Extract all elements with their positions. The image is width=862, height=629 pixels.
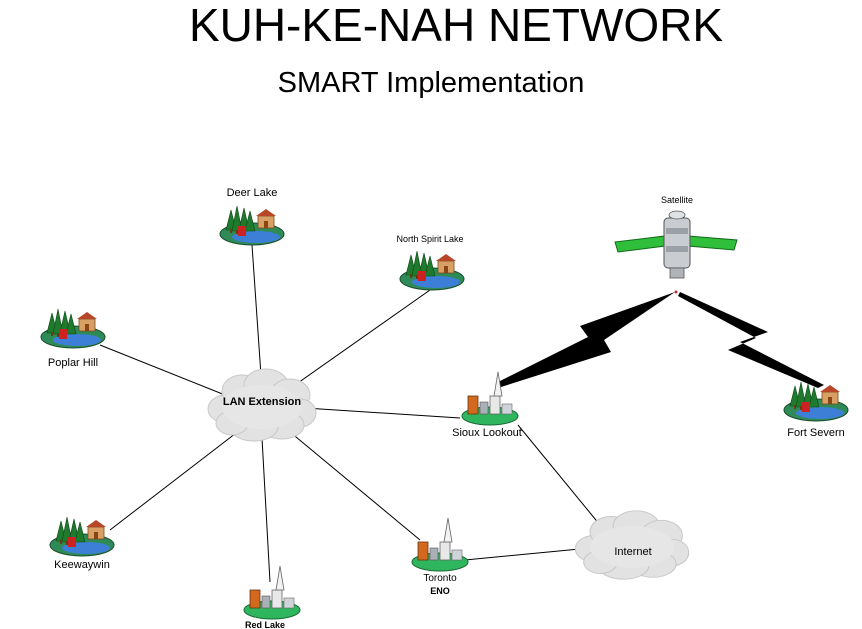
deer-lake-icon xyxy=(219,205,285,246)
toronto-icon xyxy=(411,517,469,572)
north-spirit-lake-icon xyxy=(399,250,465,291)
satellite-label: Satellite xyxy=(661,195,693,205)
link-lan-sioux-lookout xyxy=(304,407,461,419)
link-lan-deer-lake xyxy=(251,244,263,391)
satellite-icon xyxy=(614,210,738,294)
link-lan-red-lake xyxy=(261,437,271,583)
internet-cloud xyxy=(574,510,690,580)
toronto-eno-label: ENO xyxy=(430,586,450,596)
internet-label: Internet xyxy=(614,546,651,558)
link-toronto-internet xyxy=(464,547,591,561)
toronto-label: Toronto xyxy=(423,573,457,584)
red-lake-label: Red Lake xyxy=(245,620,285,629)
connections xyxy=(99,244,601,583)
red-lake-icon xyxy=(243,565,301,620)
poplar-hill-icon xyxy=(40,308,106,349)
keewaywin-icon xyxy=(49,516,115,557)
poplar-hill-label: Poplar Hill xyxy=(48,357,98,369)
link-lan-poplar-hill xyxy=(99,344,226,396)
diagram-subtitle: SMART Implementation xyxy=(277,67,585,99)
link-lan-keewaywin xyxy=(109,429,241,531)
north-spirit-lake-label: North Spirit Lake xyxy=(396,234,463,244)
fort-severn-icon xyxy=(783,381,849,422)
diagram-title: KUH-KE-NAH NETWORK xyxy=(188,0,724,51)
link-lan-north-spirit-lake xyxy=(294,289,431,386)
satellite-link-fort-severn xyxy=(678,292,824,388)
deer-lake-label: Deer Lake xyxy=(227,187,278,199)
fort-severn-label: Fort Severn xyxy=(787,427,844,439)
sioux-lookout-label: Sioux Lookout xyxy=(452,427,522,439)
keewaywin-label: Keewaywin xyxy=(54,559,110,571)
satellite-link-sioux xyxy=(498,292,675,387)
link-lan-toronto xyxy=(289,431,421,541)
link-sioux-internet xyxy=(517,424,601,526)
lan-extension-label: LAN Extension xyxy=(223,396,302,408)
